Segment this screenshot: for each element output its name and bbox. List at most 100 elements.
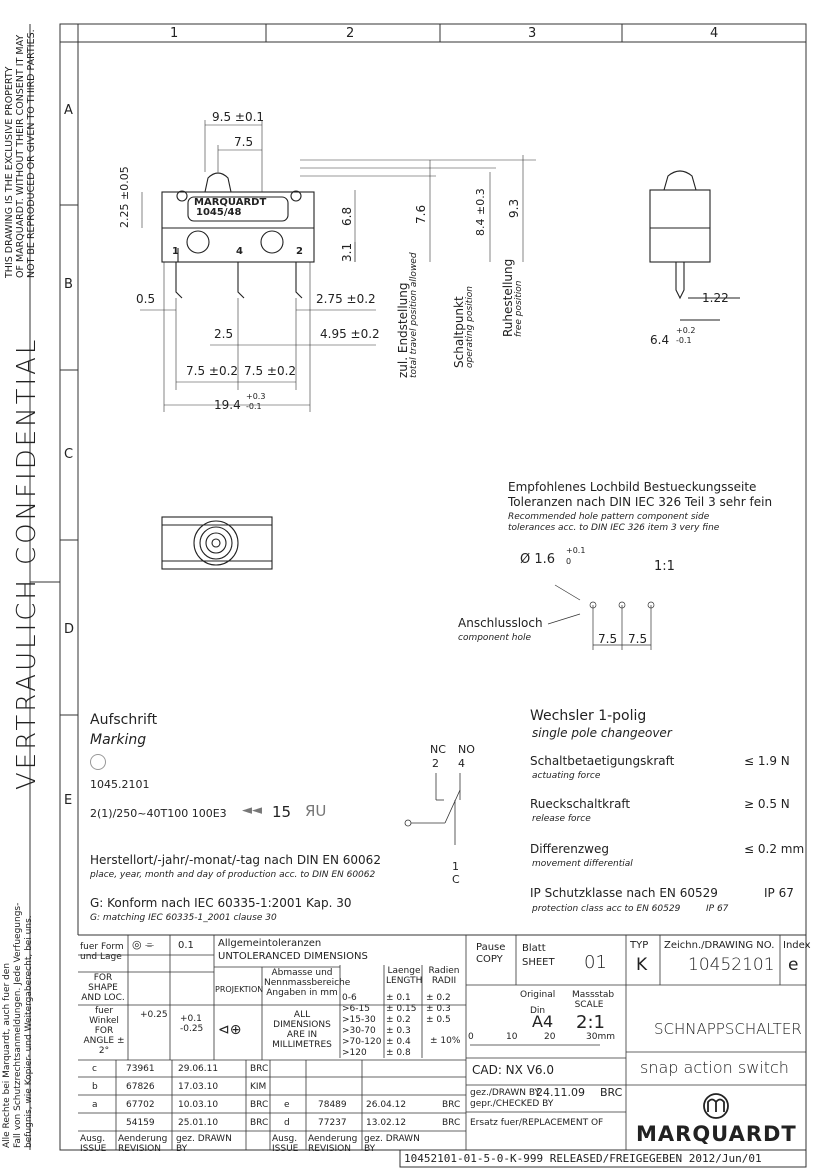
switch-brand: MARQUARDT bbox=[194, 197, 267, 208]
spec-ip-val: IP 67 bbox=[764, 886, 794, 900]
spec-title-en: single pole changeover bbox=[532, 726, 672, 740]
pitch-7-5-b: 7.5 bbox=[628, 632, 648, 646]
schem-nc: NC bbox=[430, 743, 446, 756]
pattern-scale: 1:1 bbox=[654, 559, 675, 574]
pin-4: 4 bbox=[236, 246, 243, 257]
spec-differential: Differenzweg bbox=[530, 842, 609, 856]
rev-hdr-revision-2: Aenderung REVISION bbox=[308, 1134, 358, 1154]
schem-c: C bbox=[452, 873, 460, 886]
tb-massstab: Massstab SCALE bbox=[572, 990, 615, 1010]
tb-typ: TYP bbox=[630, 940, 649, 951]
spec-differential-en: movement differential bbox=[532, 859, 633, 869]
spec-release-val: ≥ 0.5 N bbox=[744, 797, 790, 811]
spec-actuating: Schaltbetaetigungskraft bbox=[530, 754, 675, 768]
release-footer: 10452101-01-5-0-K-999 RELEASED/FREIGEGEB… bbox=[404, 1152, 762, 1165]
tb-drawn-by: BRC bbox=[600, 1086, 623, 1099]
dim-19-4: 19.4 bbox=[214, 398, 241, 412]
schem-no: NO bbox=[458, 743, 475, 756]
revision-cell: 67826 bbox=[126, 1082, 155, 1092]
pin-2: 2 bbox=[296, 246, 303, 257]
ur-mark-icon: ЯU bbox=[305, 802, 327, 820]
tb-scale-0: 0 bbox=[468, 1032, 474, 1042]
revision-cell: BRC bbox=[250, 1100, 269, 1110]
range-cell: ± 0.2 bbox=[386, 1015, 411, 1025]
zone-col-4: 4 bbox=[710, 26, 719, 41]
conform-label-en: G: matching IEC 60335-1_2001 clause 30 bbox=[90, 913, 277, 923]
tb-cad: CAD: NX V6.0 bbox=[472, 1063, 554, 1077]
tb-type-val: K bbox=[636, 955, 648, 975]
revision-cell: BRC bbox=[250, 1064, 269, 1074]
switch-front-view bbox=[161, 172, 315, 299]
pattern-title: Empfohlenes Lochbild Bestueckungsseite bbox=[508, 480, 757, 494]
schem-1: 1 bbox=[452, 860, 459, 873]
range-cell: ± 0.1 bbox=[386, 993, 411, 1003]
tb-laenge: Laenge LENGTH bbox=[386, 966, 423, 986]
tb-tol-01: 0.1 bbox=[178, 940, 194, 951]
zone-col-3: 3 bbox=[528, 26, 537, 41]
spec-title: Wechsler 1-polig bbox=[530, 708, 647, 724]
revision-cell: a bbox=[92, 1100, 98, 1110]
marking-title-en: Marking bbox=[90, 732, 147, 748]
switch-top-view bbox=[161, 516, 273, 570]
range-cell: >30-70 bbox=[342, 1026, 376, 1036]
tb-radien: Radien RADII bbox=[428, 966, 460, 986]
tb-drawing-no: 10452101 bbox=[688, 955, 775, 975]
rev-hdr-drawn: gez. DRAWN BY bbox=[176, 1134, 232, 1154]
range-cell: ± 0.8 bbox=[386, 1048, 411, 1058]
marking-title: Aufschrift bbox=[90, 712, 158, 728]
dim-2-75: 2.75 ±0.2 bbox=[316, 292, 376, 306]
dim-1-22: 1.22 bbox=[702, 291, 729, 305]
switch-side-view bbox=[649, 170, 740, 321]
dim-0-5: 0.5 bbox=[136, 292, 156, 306]
logo-mark-icon bbox=[90, 754, 106, 770]
revision-cell: d bbox=[284, 1118, 290, 1128]
schem-2: 2 bbox=[432, 757, 439, 770]
switch-schematic bbox=[404, 773, 461, 845]
tb-title-en: snap action switch bbox=[640, 1058, 789, 1077]
zone-col-1: 1 bbox=[170, 26, 179, 41]
revision-cell: 17.03.10 bbox=[178, 1082, 219, 1092]
tb-scale-30: 30mm bbox=[586, 1032, 615, 1042]
tb-checked: gepr./CHECKED BY bbox=[470, 1099, 554, 1109]
revision-cell: BRC bbox=[250, 1118, 269, 1128]
dim-2-25: 2.25 ±0.05 bbox=[118, 166, 131, 228]
rev-hdr-revision: Aenderung REVISION bbox=[118, 1134, 168, 1154]
dim-4-95: 4.95 ±0.2 bbox=[320, 327, 380, 341]
revision-cell: 29.06.11 bbox=[178, 1064, 219, 1074]
revision-cell: c bbox=[92, 1064, 97, 1074]
hole-diameter: Ø 1.6 bbox=[520, 552, 556, 567]
revision-cell: 54159 bbox=[126, 1118, 155, 1128]
revision-cell: b bbox=[92, 1082, 98, 1092]
tb-sheet-val: 01 bbox=[584, 952, 607, 973]
dim-2-5: 2.5 bbox=[214, 327, 234, 341]
dim-6-4: 6.4 bbox=[650, 333, 670, 347]
tb-scale-20: 20 bbox=[544, 1032, 556, 1042]
copyright-notice: THIS DRAWING IS THE EXCLUSIVE PROPERTY O… bbox=[4, 29, 37, 278]
revision-cell: 67702 bbox=[126, 1100, 155, 1110]
range-cell: >6-15 bbox=[342, 1004, 370, 1014]
pattern-title-en: Recommended hole pattern component side bbox=[508, 512, 710, 522]
marquardt-logo-mark bbox=[703, 1093, 729, 1119]
revision-cell: 73961 bbox=[126, 1064, 155, 1074]
revision-cell: 10.03.10 bbox=[178, 1100, 219, 1110]
revision-cell: e bbox=[284, 1100, 290, 1110]
vertraulich-label: VERTRAULICH bbox=[12, 577, 42, 790]
hole-tol: +0.1 0 bbox=[566, 546, 586, 566]
range-cell: 0-6 bbox=[342, 993, 357, 1003]
rev-hdr-issue: Ausg. ISSUE bbox=[80, 1134, 107, 1154]
projection-icon: ⊲⊕ bbox=[218, 1022, 242, 1038]
spec-ip: IP Schutzklasse nach EN 60529 bbox=[530, 886, 718, 900]
tb-blatt: Blatt SHEET bbox=[522, 943, 555, 968]
spec-differential-val: ≤ 0.2 mm bbox=[744, 842, 805, 856]
spec-release-en: release force bbox=[532, 814, 591, 824]
revision-cell: KIM bbox=[250, 1082, 267, 1092]
spec-actuating-en: actuating force bbox=[532, 771, 601, 781]
hole-pattern bbox=[547, 584, 655, 650]
zone-row-e: E bbox=[64, 793, 73, 808]
switch-model: 1045/48 bbox=[196, 207, 242, 218]
range-cell: ± 0.3 bbox=[386, 1026, 411, 1036]
range-cell: ± 0.3 bbox=[426, 1004, 451, 1014]
tb-fuer-form: fuer Form und Lage bbox=[80, 942, 124, 962]
